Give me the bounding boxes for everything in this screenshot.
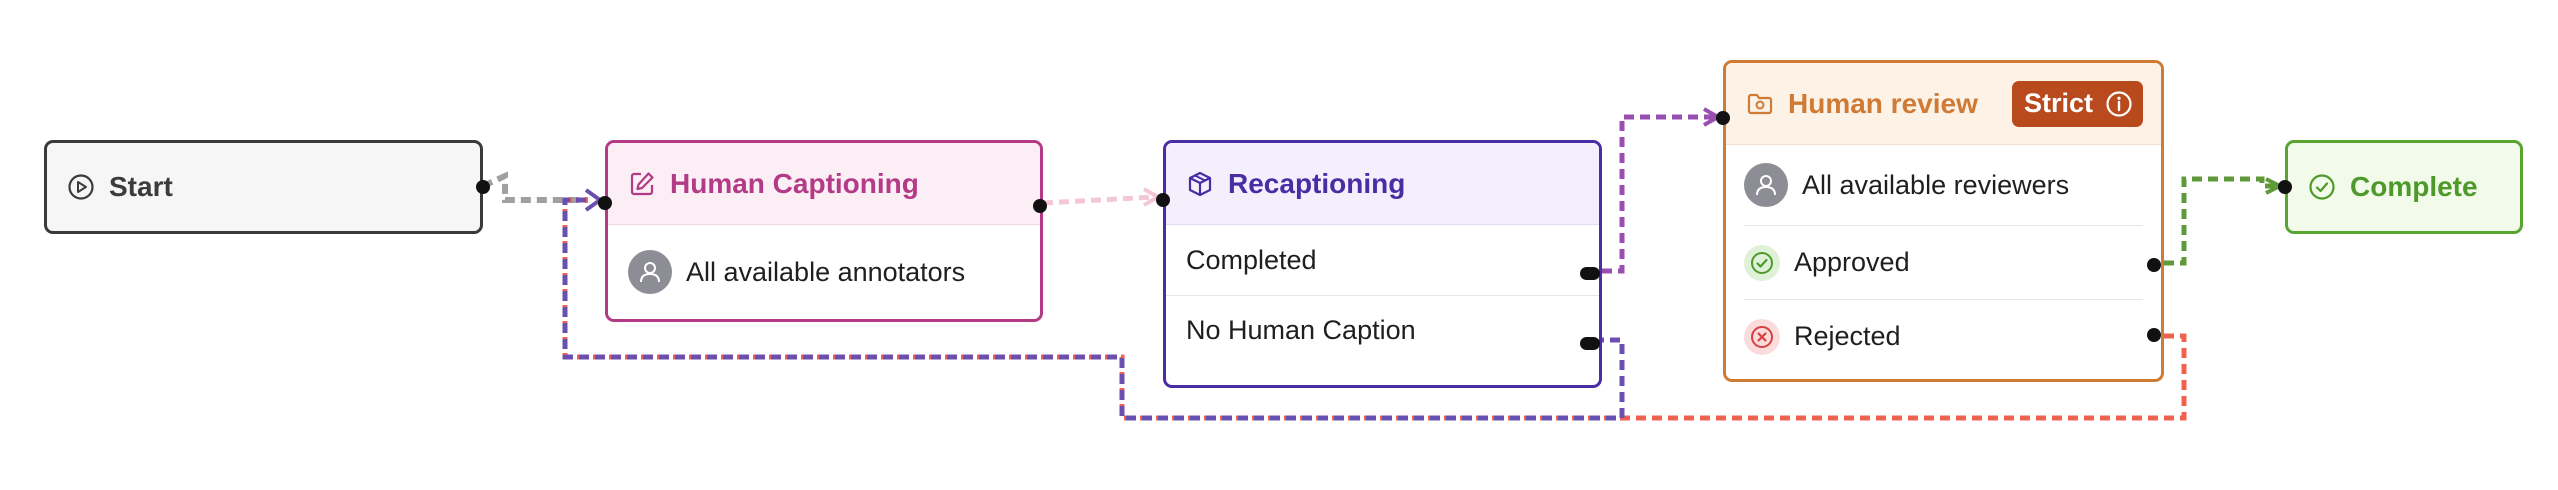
human-review-input-port[interactable] [1716, 111, 1730, 125]
no-human-caption-output-port[interactable] [1580, 337, 1600, 350]
output-label-rejected: Rejected [1794, 321, 1901, 351]
output-label-completed: Completed [1186, 244, 1317, 275]
output-label-approved: Approved [1794, 247, 1910, 277]
start-node[interactable]: Start [44, 140, 490, 234]
edit-icon [630, 171, 654, 195]
output-label-no-human-caption: No Human Caption [1186, 315, 1416, 345]
human-captioning-output-port[interactable] [1033, 199, 1047, 213]
recaptioning-title: Recaptioning [1228, 167, 1406, 199]
complete-node-title: Complete [2350, 171, 2478, 202]
strict-badge-label: Strict [2023, 88, 2093, 118]
human-captioning-input-port[interactable] [598, 196, 612, 210]
edge-start-to-human-captioning [481, 171, 588, 203]
info-icon [2106, 90, 2132, 117]
completed-output-port[interactable] [1580, 267, 1600, 280]
assignee-row: All available annotators [608, 225, 1040, 319]
rejected-output-port[interactable] [2147, 328, 2161, 342]
cube-icon [1188, 171, 1212, 196]
output-row-no-human-caption: No Human Caption [1166, 295, 1599, 365]
strict-badge[interactable]: Strict [2011, 80, 2143, 127]
complete-node[interactable]: Complete [2278, 140, 2523, 234]
output-row-approved: Approved [1744, 225, 2143, 299]
human-captioning-node[interactable]: Human Captioning All available annotator… [598, 140, 1047, 322]
human-captioning-title: Human Captioning [670, 167, 919, 199]
assignee-label: All available annotators [686, 256, 966, 287]
check-circle-icon [1744, 244, 1780, 281]
play-circle-icon [68, 174, 94, 200]
camera-folder-icon [1747, 93, 1773, 114]
complete-input-port[interactable] [2278, 180, 2292, 194]
x-circle-icon [1744, 318, 1780, 355]
human-review-node[interactable]: Human review Strict All avail [1716, 60, 2164, 382]
recaptioning-node[interactable]: Recaptioning Completed No Human Caption [1156, 140, 1602, 388]
user-avatar-icon [1744, 163, 1788, 207]
output-row-completed: Completed [1166, 225, 1599, 295]
edge-completed-to-human-review [1602, 114, 1716, 274]
reviewer-label: All available reviewers [1802, 169, 2070, 200]
start-output-port[interactable] [476, 180, 490, 194]
edge-no-human-caption-to-human-captioning [562, 197, 1625, 421]
user-avatar-icon [628, 250, 672, 294]
reviewer-row: All available reviewers [1744, 145, 2143, 225]
edge-approved-to-complete [2164, 176, 2278, 266]
human-review-title: Human review [1788, 87, 1978, 119]
approved-output-port[interactable] [2147, 258, 2161, 272]
edge-human-captioning-to-recaptioning [1042, 194, 1156, 206]
recaptioning-input-port[interactable] [1156, 193, 1170, 207]
edge-rejected-to-human-captioning [562, 197, 2187, 421]
check-circle-icon [2309, 174, 2335, 200]
start-node-title: Start [109, 171, 173, 202]
output-row-rejected: Rejected [1744, 299, 2143, 373]
